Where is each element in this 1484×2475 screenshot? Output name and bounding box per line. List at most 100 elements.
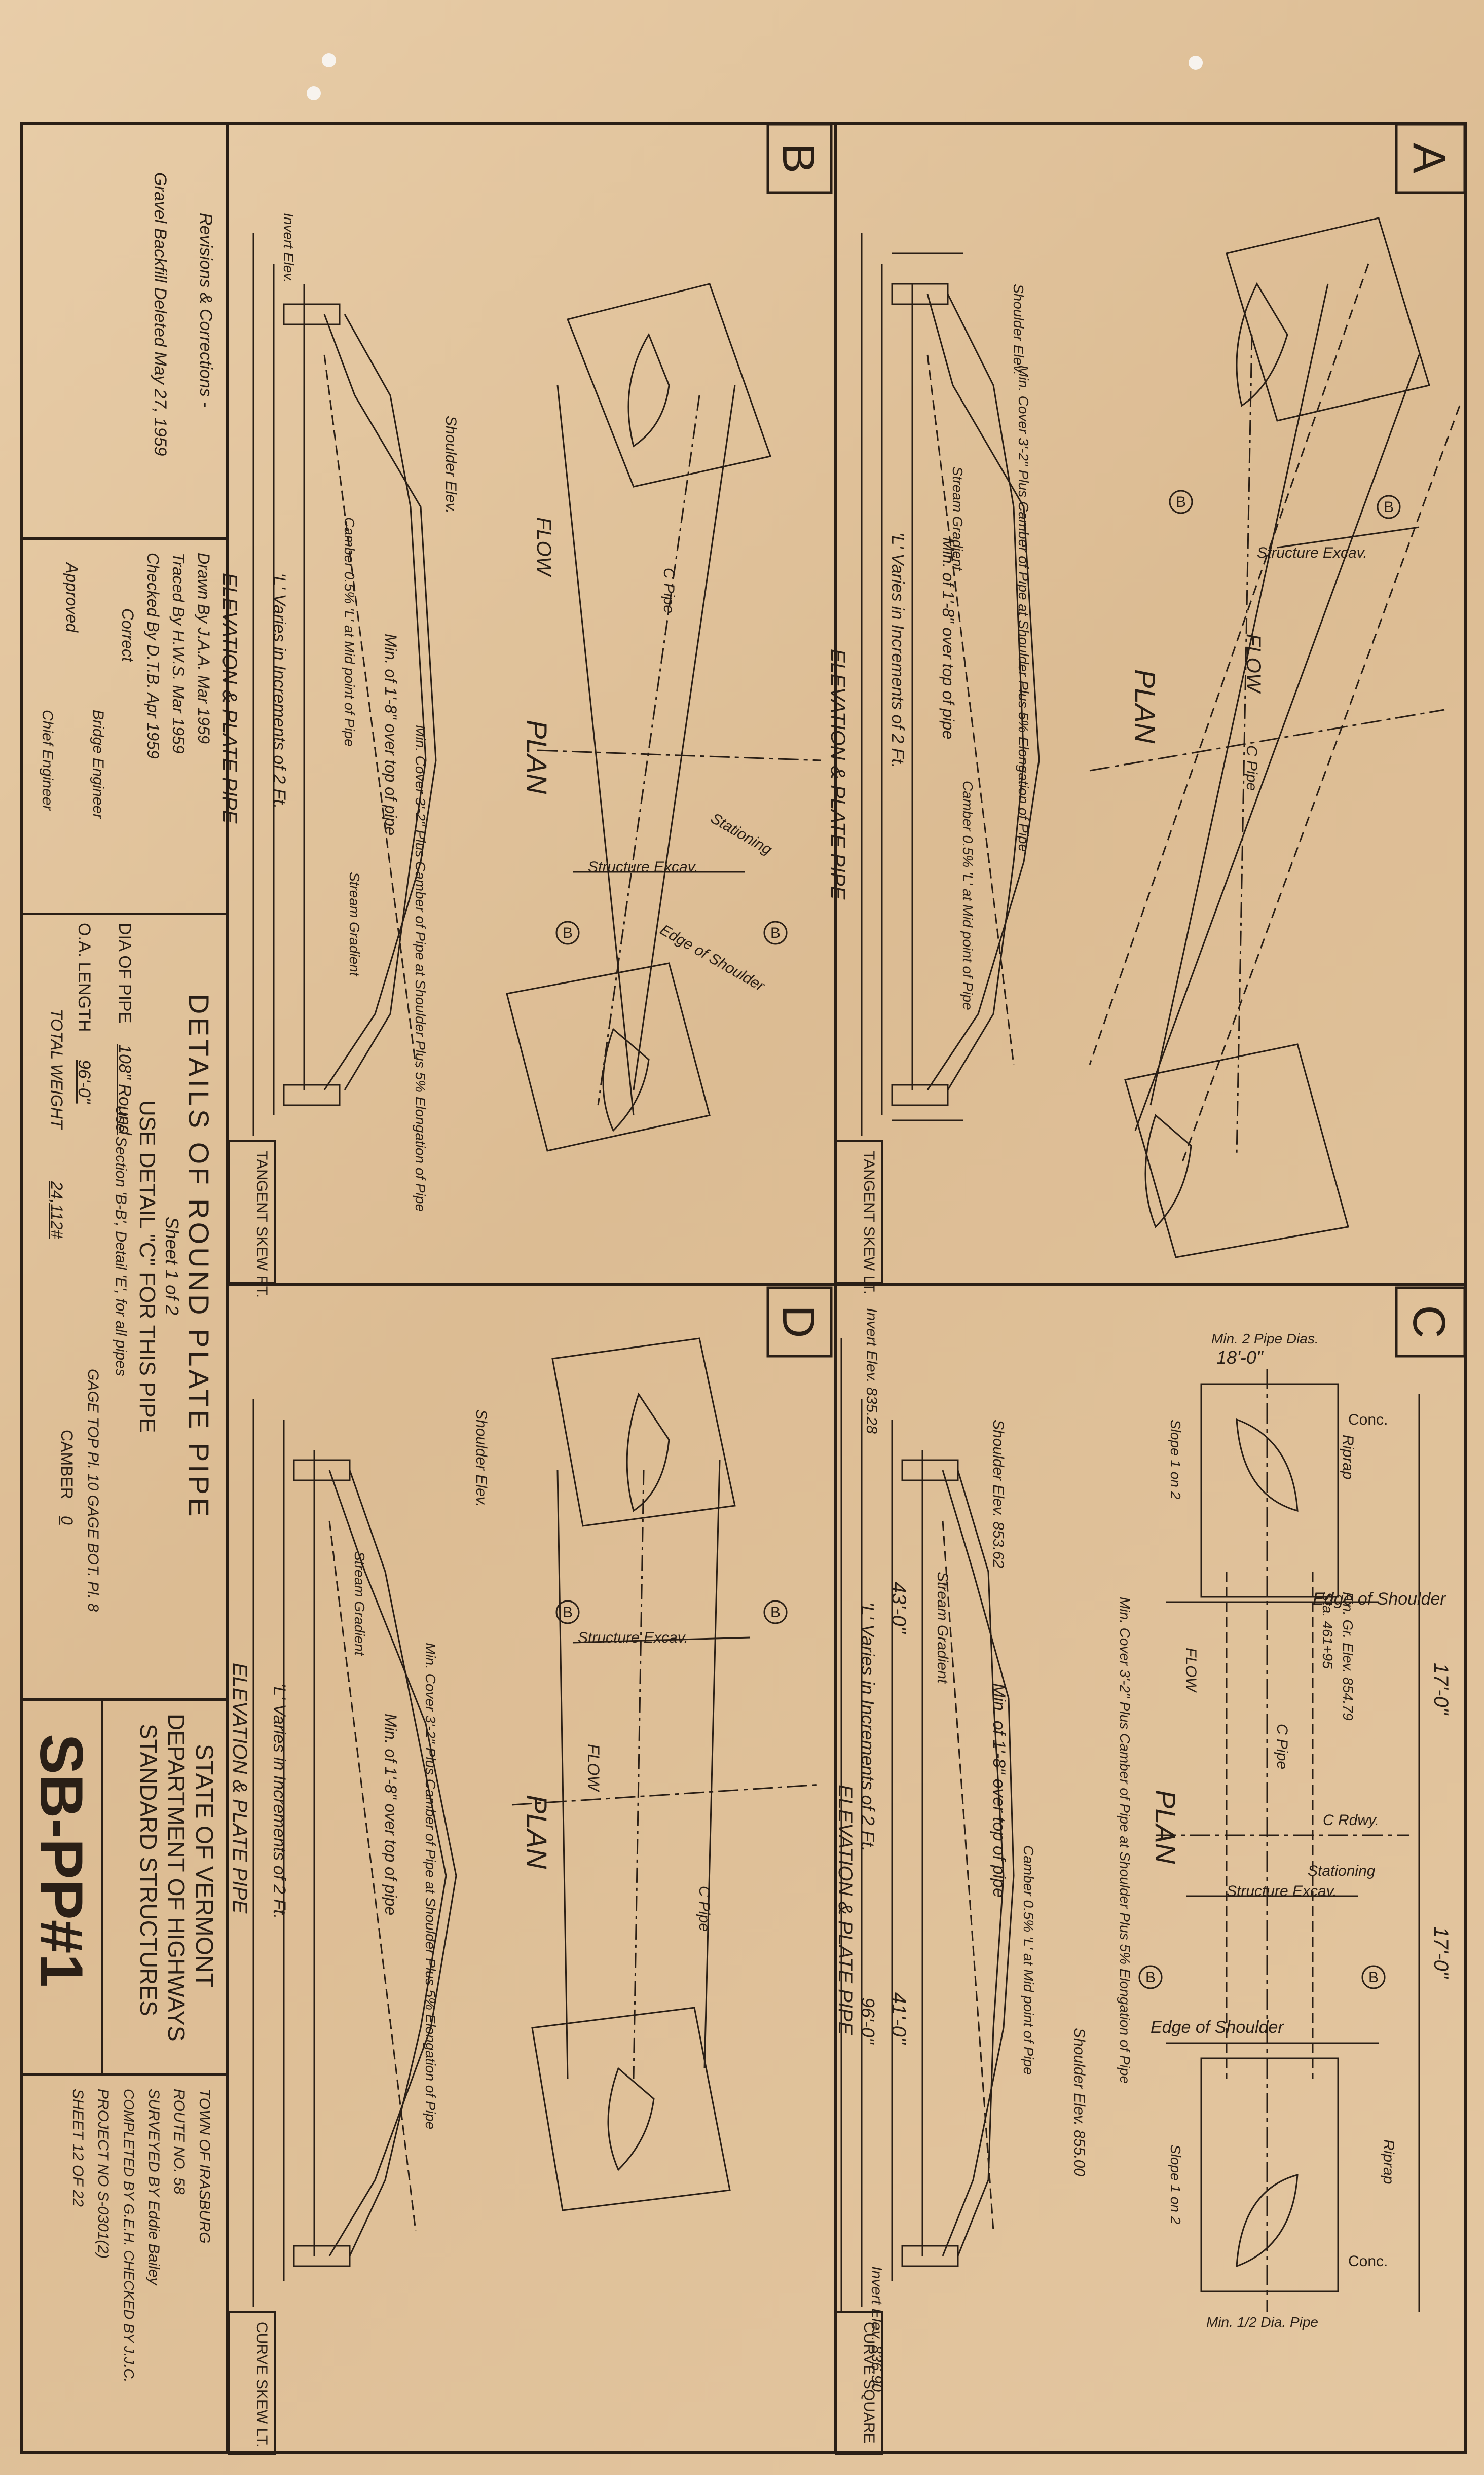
label-dim-17: 17'-0"	[1430, 1663, 1452, 1716]
panel-c-elevation	[840, 1338, 1015, 2312]
panel-letter-a: A	[1403, 143, 1454, 173]
panel-d-plan	[511, 1337, 822, 2211]
punch-hole	[1189, 56, 1203, 70]
label-d-shoulder-elev: Shoulder Elev.	[473, 1409, 490, 1507]
label-fin-gr-elev: Fin. Gr. Elev. 854.79	[1340, 1592, 1356, 1721]
label-conc: Conc.	[1348, 1411, 1388, 1428]
panel-letter-box-a	[1395, 123, 1466, 194]
panel-type-box-d	[228, 2311, 276, 2455]
punch-hole	[307, 86, 321, 100]
panel-divider-horizontal	[226, 1283, 1467, 1286]
label-invert-elev-1: Invert Elev. 835.28	[863, 1308, 880, 1434]
label-b-l-varies: 'L' Varies in Increments of 2 Ft.	[270, 573, 289, 809]
panel-letter-d: D	[773, 1305, 824, 1338]
label-riprap: Riprap	[1340, 1435, 1356, 1479]
label-a-flow: FLOW	[1242, 634, 1265, 694]
label-b-invert-elev: Invert Elev.	[281, 213, 296, 283]
label-b-flow: FLOW	[533, 517, 555, 577]
section-marker-b: B	[563, 925, 573, 941]
panel-b-plan-title: PLAN	[521, 720, 553, 794]
panel-a-elevation	[861, 233, 1040, 1136]
label-b-edge-of-shoulder: Edge of Shoulder	[657, 921, 768, 995]
label-stream-gradient: Stream Gradient	[934, 1572, 951, 1684]
panel-c-elevation-title: ELEVATION & PLATE PIPE	[834, 1785, 857, 2036]
panel-b-plan	[506, 283, 822, 1152]
label-a-camber: Camber 0.5% 'L' at Mid point of Pipe	[960, 781, 976, 1010]
title-section-divider	[101, 1698, 103, 2073]
section-marker-b: B	[1368, 1969, 1379, 1986]
label-invert-elev-2: Invert Elev. 836.90	[868, 2266, 885, 2392]
label-b-stationing: Stationing	[708, 810, 775, 858]
label-d-l-varies: 'L' Varies in Increments of 2 Ft.	[270, 1683, 289, 1919]
panel-d-plan-title: PLAN	[521, 1795, 553, 1869]
panel-letter-b: B	[773, 143, 824, 173]
label-a-c-pipe: C Pipe	[1243, 745, 1260, 791]
label-flow: FLOW	[1182, 1648, 1199, 1693]
panel-type-c: CURVE SQUARE	[861, 2322, 877, 2444]
label-b-shoulder-elev: Shoulder Elev.	[442, 416, 459, 514]
label-b-camber: Camber 0.5% 'L' at Mid point of Pipe	[342, 517, 357, 747]
title-section-divider	[20, 1698, 228, 1701]
panel-type-box-b	[228, 1140, 276, 1284]
label-d-flow: FLOW	[584, 1744, 603, 1792]
label-dim-17-2: 17'-0"	[1430, 1926, 1452, 1979]
panel-type-d: CURVE SKEW LT.	[253, 2322, 270, 2447]
label-a-min-over-top: Min. of 1'-8" over top of pipe	[939, 537, 957, 739]
section-marker-b: B	[1176, 494, 1186, 511]
label-min-2-pipe-dias: Min. 2 Pipe Dias.	[1211, 1331, 1319, 1346]
label-a-structure-excav: Structure Excav.	[1257, 544, 1367, 561]
label-b-min-over-top: Min. of 1'-8" over top of pipe	[382, 634, 400, 835]
label-b-stream-gradient: Stream Gradient	[347, 872, 362, 977]
panel-d-elevation-title: ELEVATION & PLATE PIPE	[229, 1663, 251, 1914]
title-section-divider	[20, 537, 228, 540]
label-camber-note: Camber 0.5% 'L' at Mid point of Pipe	[1021, 1845, 1036, 2075]
panel-letter-c: C	[1403, 1305, 1454, 1338]
section-marker-b: B	[770, 925, 781, 941]
label-min-over-top: Min. of 1'-8" over top of pipe	[989, 1683, 1009, 1898]
label-dim-43: 43'-0"	[887, 1582, 910, 1634]
label-d-min-over-top: Min. of 1'-8" over top of pipe	[382, 1714, 400, 1915]
label-d-c-pipe: C Pipe	[696, 1886, 713, 1932]
panel-type-box-a	[835, 1140, 883, 1284]
label-l-varies: 'L' Varies in Increments of 2 Ft.	[858, 1602, 878, 1852]
label-shoulder-elev-2: Shoulder Elev. 855.00	[1071, 2028, 1088, 2176]
label-b-min-cover: Min. Cover 3'-2" Plus Camber of Pipe at …	[413, 725, 428, 1212]
section-marker-b: B	[1384, 499, 1394, 516]
panel-letter-box-c	[1395, 1286, 1466, 1358]
panel-a-plan	[1089, 217, 1461, 1258]
panel-divider-vertical	[834, 122, 837, 2454]
label-conc-2: Conc.	[1348, 2253, 1388, 2270]
label-a-min-cover: Min. Cover 3'-2" Plus Camber of Pipe at …	[1016, 365, 1031, 852]
label-dim-96: 96'-0"	[858, 1997, 878, 2045]
panel-c-plan	[1138, 1369, 1420, 2312]
title-strip-divider	[226, 122, 229, 2454]
label-a-l-varies: 'L' Varies in Increments of 2 Ft.	[888, 532, 907, 768]
panel-type-a: TANGENT SKEW LT.	[861, 1151, 877, 1294]
panel-b-elevation-title: ELEVATION & PLATE PIPE	[218, 573, 241, 824]
panel-letter-box-b	[766, 123, 833, 194]
section-marker-b: B	[1145, 1969, 1156, 1986]
label-dim-41: 41'-0"	[887, 1992, 910, 2045]
panel-a-elevation-title: ELEVATION & PLATE PIPE	[827, 649, 849, 900]
label-c-pipe: C Pipe	[1274, 1724, 1290, 1769]
label-stationing: Stationing	[1308, 1863, 1376, 1879]
title-section-divider	[20, 2073, 228, 2076]
label-b-c-pipe: C Pipe	[660, 568, 677, 613]
label-d-stream-gradient: Stream Gradient	[352, 1551, 367, 1656]
label-slope: Slope 1 on 2	[1168, 1420, 1183, 1500]
panel-type-box-c	[835, 2311, 883, 2455]
panel-letter-box-d	[766, 1286, 833, 1358]
panel-a-plan-title: PLAN	[1129, 669, 1161, 744]
label-edge-of-shoulder: Edge of Shoulder	[1313, 1589, 1446, 1609]
label-riprap-2: Riprap	[1380, 2139, 1397, 2184]
label-structure-excav: Structure Excav.	[1227, 1883, 1337, 1900]
label-dim-18: 18'-0"	[1216, 1347, 1264, 1368]
panel-b-elevation	[252, 233, 437, 1136]
label-min-dia-pipe: Min. 1/2 Dia. Pipe	[1206, 2314, 1318, 2330]
label-sta: Sta. 461+95	[1320, 1592, 1335, 1669]
section-marker-b: B	[770, 1604, 781, 1621]
label-a-stream-gradient: Stream Gradient	[950, 466, 966, 571]
label-shoulder-elev-1: Shoulder Elev. 853.62	[990, 1420, 1007, 1568]
